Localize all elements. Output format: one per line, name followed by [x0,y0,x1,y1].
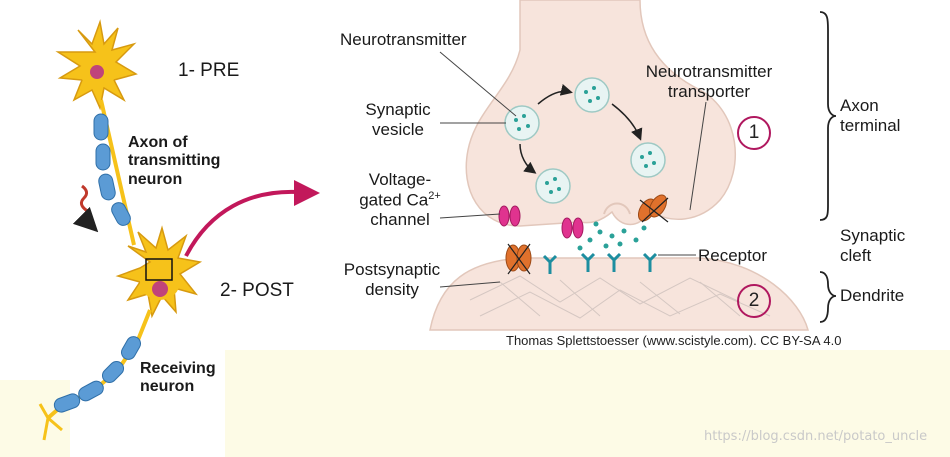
axon-terminal-label: Axon terminal [840,96,901,135]
receptor-label: Receptor [698,246,767,265]
braces [819,11,837,323]
zoom-arrow-icon [184,189,299,257]
receiving-neuron-soma [115,225,203,319]
nucleus-top [90,65,104,79]
dendrite-label: Dendrite [840,286,905,305]
zoom-box [145,258,173,281]
synaptic-cleft-label: Synaptic cleft [840,226,906,265]
pre-label: 1- PRE [178,60,240,81]
leader-lines [439,51,707,288]
synaptic-vesicles [504,77,666,204]
signal-squiggle-icon [72,184,99,233]
vesicle-cycle-arrows [519,84,643,174]
transporter-label: Neurotransmitter transporter [645,62,773,101]
receptors [542,252,658,274]
receiving-axon [38,309,152,441]
axon-of-transmitting-neuron [93,99,136,246]
voltage-gated-channel-label: Voltage- gated Ca2+ channel [359,170,441,229]
axon-label: Axon of transmitting neuron [128,134,221,188]
transmitting-neuron-soma [55,19,138,111]
postsynaptic-density-mesh [469,275,771,319]
post-label: 2- POST [220,280,294,301]
postsynaptic-density-label: Postsynaptic density [343,260,441,299]
watermark-text: https://blog.csdn.net/potato_uncle [704,429,928,444]
neurotransmitter-label: Neurotransmitter [340,30,467,49]
nucleus-bottom [152,281,168,297]
credit-text: Thomas Splettstoesser (www.scistyle.com)… [506,333,842,348]
marker-2: 2 [737,284,771,318]
dendrite-shape [429,257,809,331]
marker-1: 1 [737,116,771,150]
synaptic-vesicle-label: Synaptic vesicle [365,100,431,139]
receiving-neuron-label: Receiving neuron [140,360,216,396]
neurotransmitter-dots [514,86,656,251]
calcium-channels [498,205,584,239]
